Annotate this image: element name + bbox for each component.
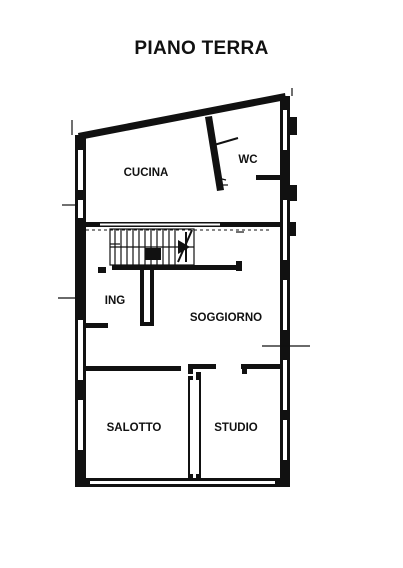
wc-bottom-wall <box>256 175 280 180</box>
page-title: PIANO TERRA <box>134 38 269 59</box>
room-label-ing: ING <box>105 295 126 307</box>
stair-wall <box>112 265 236 270</box>
top-wall <box>78 93 286 140</box>
staircase <box>109 228 195 266</box>
room-label-soggiorno: SOGGIORNO <box>190 312 262 324</box>
interior-walls <box>86 116 280 478</box>
room-label-wc: WC <box>238 154 257 166</box>
left-wall <box>75 135 86 485</box>
room-label-studio: STUDIO <box>214 422 258 434</box>
studio-top-wall <box>241 364 280 369</box>
salotto-top-wall <box>86 366 181 371</box>
room-label-salotto: SALOTTO <box>107 422 162 434</box>
wc-partition <box>205 116 224 191</box>
outer-walls <box>58 88 310 487</box>
room-label-cucina: CUCINA <box>124 167 169 179</box>
